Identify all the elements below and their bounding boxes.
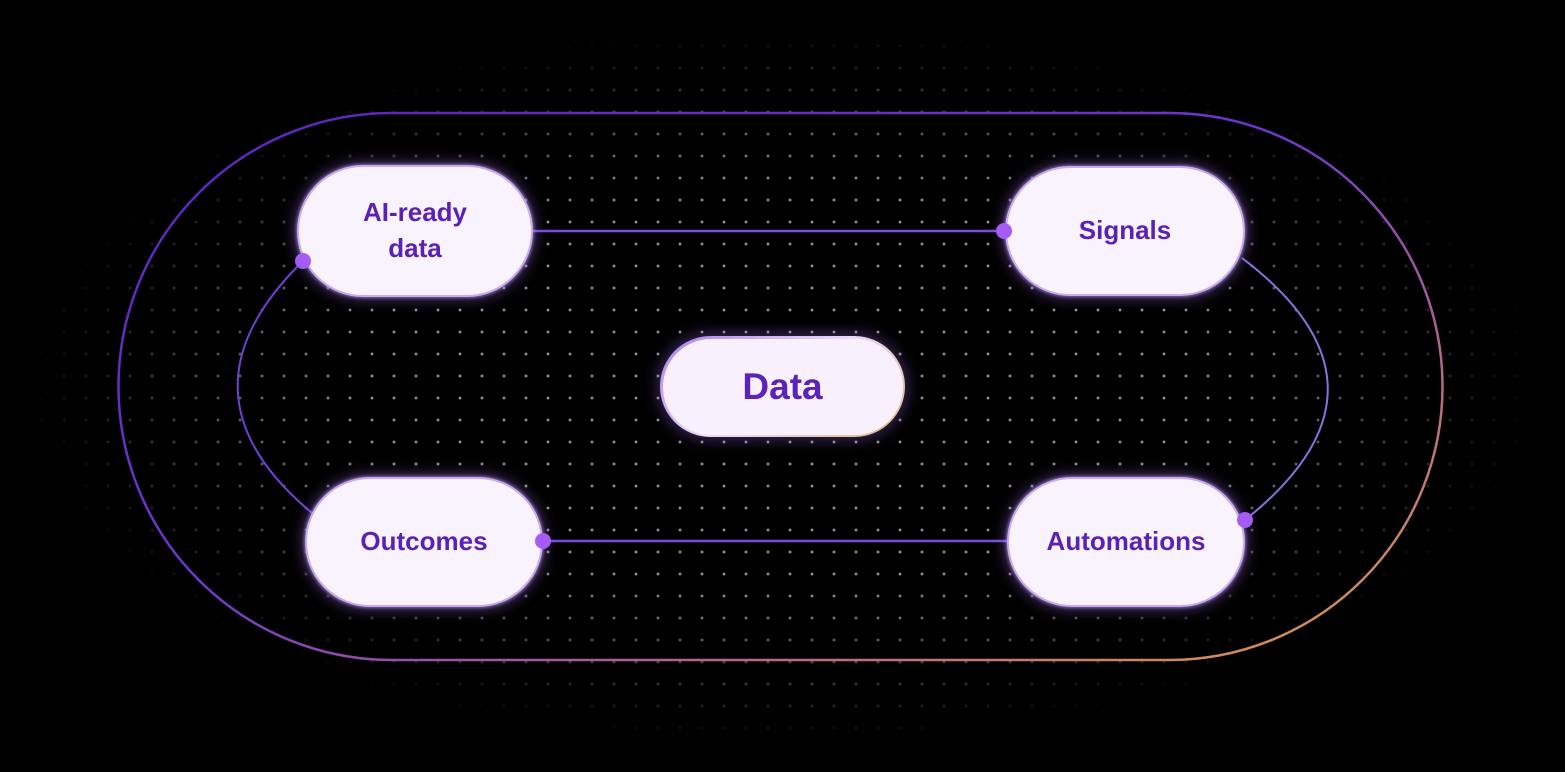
node-ai-ready-data-label: AI-ready data: [362, 197, 468, 263]
node-ai-ready-data: AI-ready data: [297, 165, 533, 297]
node-automations: Automations: [1007, 477, 1245, 607]
node-signals-label: Signals: [1078, 215, 1172, 246]
node-data: Data: [660, 336, 905, 437]
node-automations-label: Automations: [1046, 526, 1206, 557]
node-outcomes: Outcomes: [305, 477, 543, 607]
node-data-label: Data: [742, 365, 823, 407]
edge-signals-to-automations: [1241, 257, 1329, 521]
node-data-body: Data: [662, 338, 903, 435]
edge-ai-ready-to-outcomes: [236, 260, 313, 514]
node-outcomes-label: Outcomes: [360, 526, 488, 557]
outer-loop-path: [117, 111, 1444, 662]
node-signals: Signals: [1005, 166, 1245, 296]
